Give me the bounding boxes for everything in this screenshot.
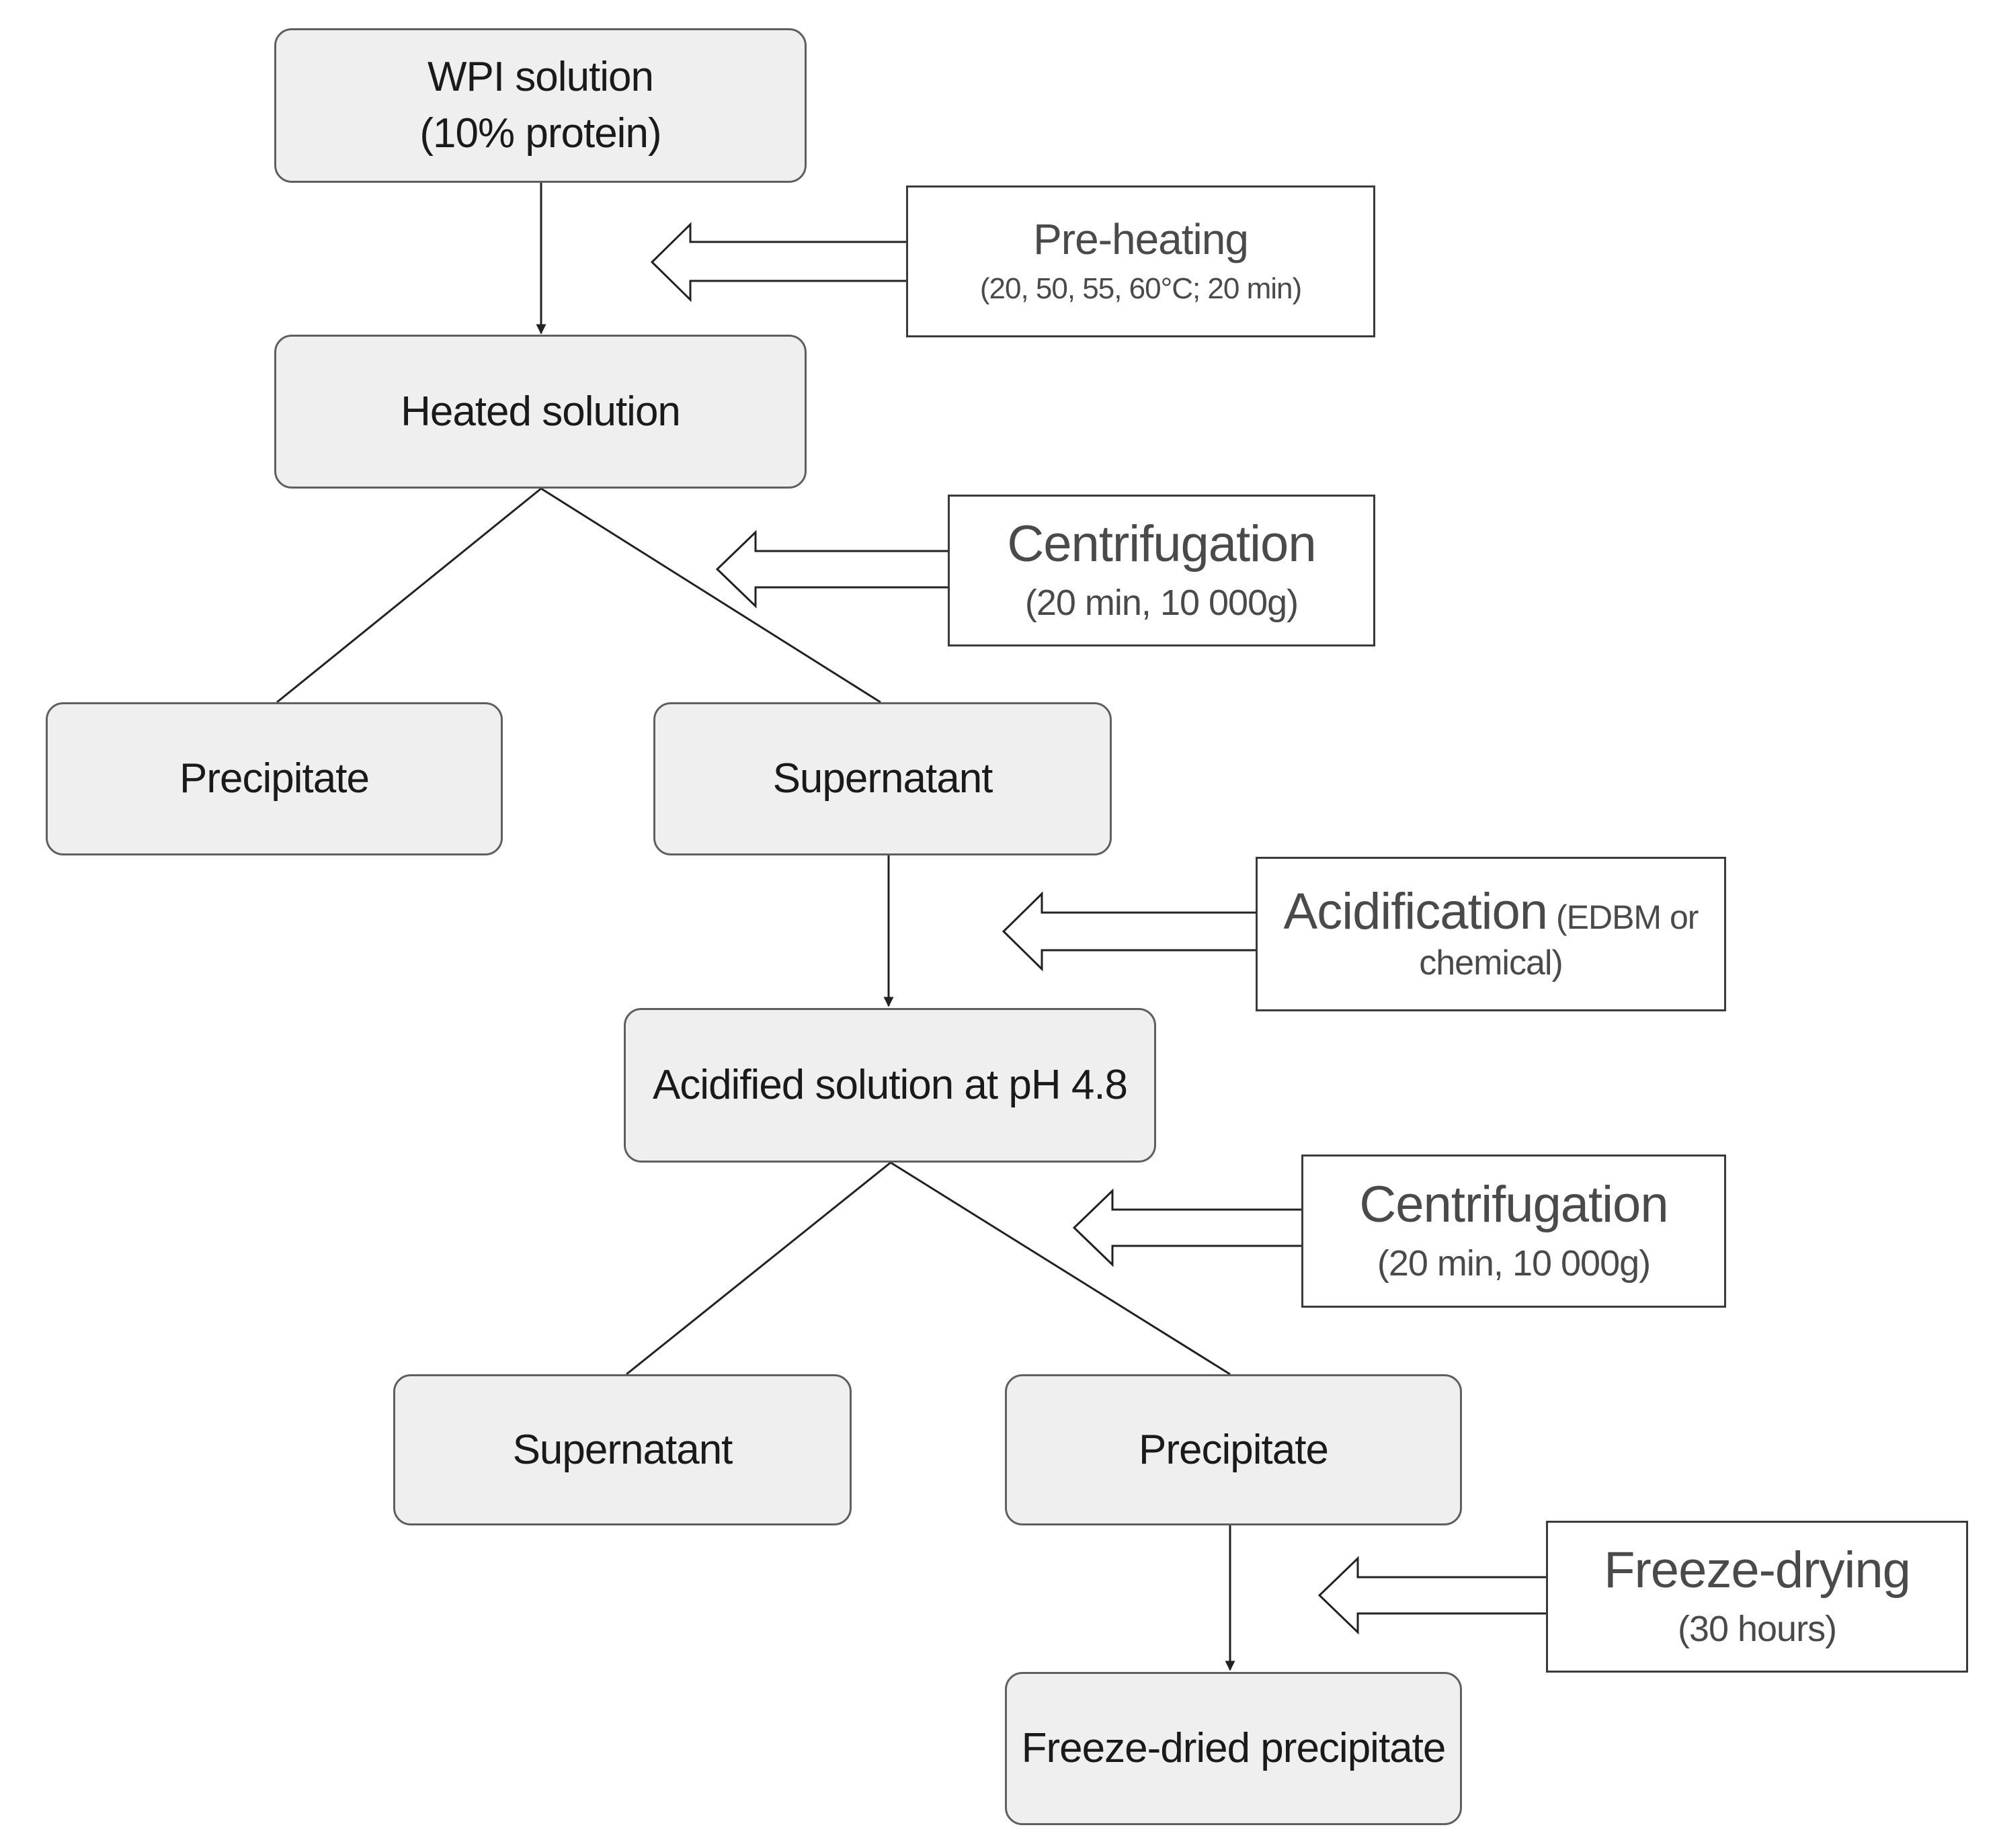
link-acidified-to-precipitate — [890, 1161, 1231, 1376]
centrifugation-2-title: Centrifugation — [1359, 1176, 1668, 1234]
node-supernatant-2: Supernatant — [393, 1374, 852, 1525]
freeze-drying-title: Freeze-drying — [1604, 1542, 1911, 1599]
node-heated-solution: Heated solution — [274, 335, 807, 489]
preheating-detail: (20, 50, 55, 60°C; 20 min) — [979, 272, 1302, 306]
supernatant-2-label: Supernatant — [512, 1426, 733, 1473]
link-heated-to-precipitate — [276, 487, 542, 704]
wpi-solution-label: WPI solution — [427, 54, 654, 101]
acidification-line1: Acidification (EDBM or — [1284, 882, 1699, 941]
centrifugation-1-detail: (20 min, 10 000g) — [1024, 582, 1299, 623]
acidified-solution-label: Acidified solution at pH 4.8 — [652, 1062, 1128, 1109]
node-precipitate-1: Precipitate — [46, 702, 503, 855]
precipitate-2-label: Precipitate — [1139, 1426, 1329, 1473]
block-arrow-centrifugation-2 — [1072, 1188, 1301, 1267]
heated-solution-label: Heated solution — [401, 388, 681, 435]
link-heated-to-supernatant — [540, 487, 881, 704]
step-freeze-drying: Freeze-drying (30 hours) — [1546, 1521, 1968, 1673]
supernatant-1-label: Supernatant — [772, 755, 993, 802]
precipitate-1-label: Precipitate — [179, 755, 370, 802]
block-arrow-centrifugation-1 — [715, 530, 948, 609]
node-wpi-solution: WPI solution (10% protein) — [274, 28, 807, 183]
preheating-title: Pre-heating — [1033, 214, 1249, 263]
block-arrow-freeze-drying — [1317, 1556, 1546, 1635]
acidification-detail-line2: chemical) — [1419, 943, 1563, 982]
freeze-dried-precipitate-label: Freeze-dried precipitate — [1021, 1725, 1447, 1772]
wpi-protein-label: (10% protein) — [419, 110, 661, 157]
acidification-detail-inline: (EDBM or — [1547, 898, 1699, 936]
node-precipitate-2: Precipitate — [1005, 1374, 1462, 1525]
link-acidified-to-supernatant — [626, 1161, 891, 1376]
step-acidification: Acidification (EDBM or chemical) — [1256, 857, 1726, 1011]
node-supernatant-1: Supernatant — [653, 702, 1112, 855]
block-arrow-preheating — [650, 222, 906, 302]
freeze-drying-detail: (30 hours) — [1677, 1608, 1837, 1649]
step-centrifugation-1: Centrifugation (20 min, 10 000g) — [948, 495, 1375, 646]
centrifugation-2-detail: (20 min, 10 000g) — [1377, 1243, 1651, 1284]
block-arrow-acidification — [1002, 891, 1256, 972]
step-centrifugation-2: Centrifugation (20 min, 10 000g) — [1301, 1154, 1726, 1308]
centrifugation-1-title: Centrifugation — [1007, 515, 1316, 573]
step-preheating: Pre-heating (20, 50, 55, 60°C; 20 min) — [906, 185, 1375, 337]
node-acidified-solution: Acidified solution at pH 4.8 — [624, 1008, 1156, 1163]
node-freeze-dried-precipitate: Freeze-dried precipitate — [1005, 1672, 1462, 1825]
acidification-title: Acidification — [1283, 882, 1549, 940]
